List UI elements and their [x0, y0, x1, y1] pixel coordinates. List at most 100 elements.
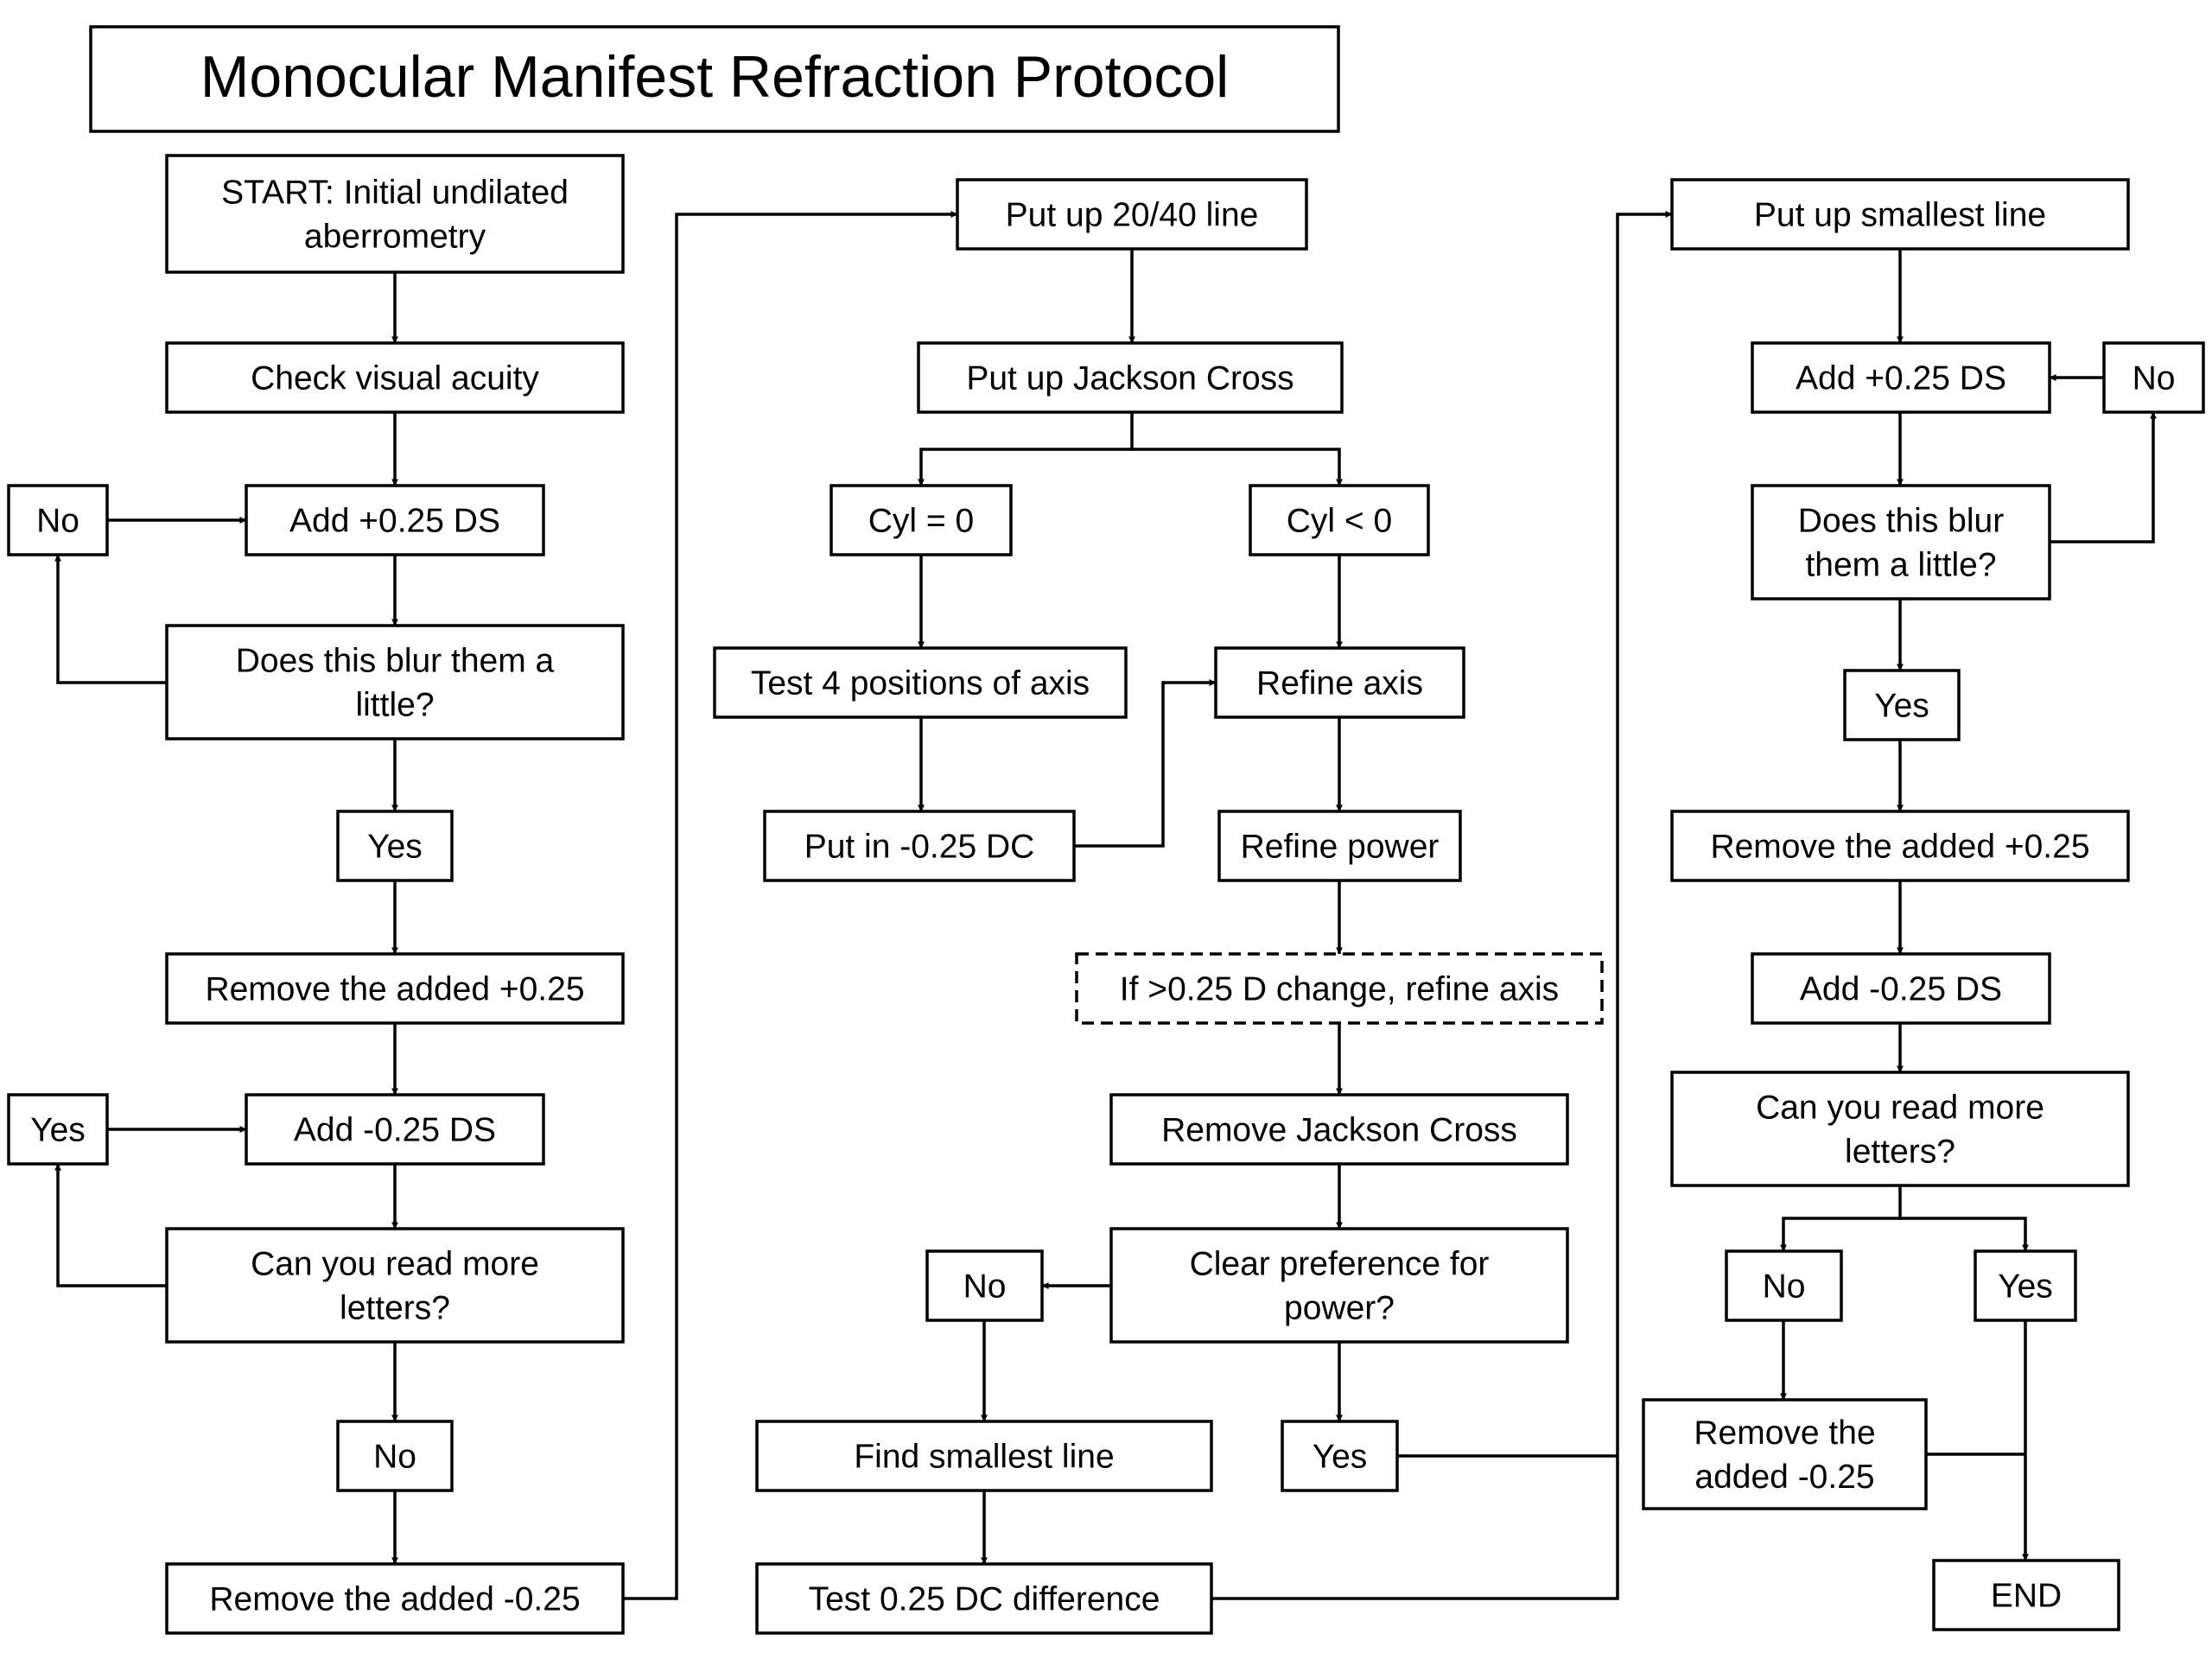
node-box	[1642, 1398, 1928, 1510]
node-box	[1751, 484, 2051, 601]
node-label: No	[963, 1268, 1007, 1306]
node-label: No	[1763, 1268, 1806, 1306]
node-label: Remove the added +0.25	[1710, 829, 2089, 866]
node-find-smallest: Find smallest line	[755, 1420, 1213, 1492]
node-refine-power: Refine power	[1217, 810, 1462, 882]
node-box	[1751, 341, 2051, 414]
connector-arrow	[918, 412, 1134, 486]
node-box	[2102, 341, 2205, 414]
node-end: END	[1932, 1559, 2120, 1631]
node-label: Find smallest line	[854, 1439, 1114, 1476]
node-label: If >0.25 D change, refine axis	[1120, 971, 1559, 1008]
nodes: START: Initial undilatedaberrometryCheck…	[7, 154, 2205, 1635]
node-box	[245, 484, 545, 556]
node-box	[1217, 810, 1462, 882]
node-label: Yes	[30, 1112, 86, 1149]
node-add-plus-a: Add +0.25 DS	[245, 484, 545, 556]
node-put-in-dc: Put in -0.25 DC	[763, 810, 1076, 882]
node-if-change: If >0.25 D change, refine axis	[1075, 952, 1604, 1025]
node-label: Put up smallest line	[1754, 197, 2046, 234]
node-label: Add -0.25 DS	[294, 1112, 496, 1149]
node-yes-e: Yes	[1974, 1249, 2077, 1322]
node-label: Does this blur them a	[236, 643, 555, 680]
node-box	[713, 646, 1128, 719]
node-remove-jc: Remove Jackson Cross	[1109, 1093, 1569, 1166]
node-label: added -0.25	[1694, 1459, 1874, 1496]
node-no-e: No	[1725, 1249, 1843, 1322]
node-label: No	[2133, 360, 2176, 397]
node-label: Remove the added -0.25	[209, 1581, 580, 1618]
node-box	[165, 154, 625, 274]
node-box	[245, 1093, 545, 1166]
connector-arrow	[54, 554, 167, 684]
node-put-smallest: Put up smallest line	[1670, 178, 2130, 251]
node-box	[1281, 1420, 1399, 1492]
node-box	[336, 810, 454, 882]
node-no-b: No	[336, 1420, 454, 1492]
node-box	[1109, 1093, 1569, 1166]
node-box	[7, 484, 109, 556]
connector-arrow	[1074, 679, 1217, 848]
node-label: Yes	[1313, 1439, 1368, 1476]
node-label: Yes	[1874, 688, 1929, 725]
node-box	[763, 810, 1076, 882]
node-label: Remove the added +0.25	[205, 971, 584, 1008]
node-label: Remove Jackson Cross	[1161, 1112, 1517, 1149]
node-box	[1075, 952, 1604, 1025]
connector-arrow	[1780, 1185, 1902, 1252]
node-label: letters?	[1845, 1134, 1955, 1171]
node-label: Cyl = 0	[868, 503, 974, 540]
node-label: Put up Jackson Cross	[966, 360, 1294, 397]
node-label: Refine power	[1241, 829, 1440, 866]
node-label: Put up 20/40 line	[1006, 197, 1259, 234]
node-clear-pref: Clear preference for power?	[1109, 1227, 1569, 1344]
node-label: Add +0.25 DS	[1796, 360, 2006, 397]
node-label: Put in -0.25 DC	[804, 829, 1035, 866]
node-label: Clear preference for	[1190, 1246, 1490, 1283]
node-label: Add -0.25 DS	[1800, 971, 2002, 1008]
node-check-va: Check visual acuity	[165, 341, 625, 414]
node-label: Yes	[1998, 1268, 2053, 1306]
node-yes-b: Yes	[7, 1093, 109, 1166]
node-box	[925, 1249, 1044, 1322]
node-label: Can you read more	[251, 1246, 539, 1283]
node-no-c: No	[925, 1249, 1044, 1322]
node-label: Add +0.25 DS	[289, 503, 500, 540]
node-box	[1670, 810, 2130, 882]
connector-arrow	[54, 1163, 167, 1287]
node-add-minus-b: Add -0.25 DS	[1751, 952, 2051, 1025]
node-remove-minus-a: Remove the added -0.25	[165, 1562, 625, 1635]
node-label: aberrometry	[304, 219, 486, 256]
node-box	[7, 1093, 109, 1166]
node-no-a: No	[7, 484, 109, 556]
node-box	[1109, 1227, 1569, 1344]
connector-arrow	[623, 211, 958, 1600]
node-box	[165, 1227, 625, 1344]
node-no-d: No	[2102, 341, 2205, 414]
connector-arrow	[1900, 1217, 2029, 1252]
node-label: END	[1991, 1578, 2062, 1615]
diagram-title: Monocular Manifest Refraction Protocol	[200, 44, 1230, 110]
connector-arrow	[1132, 448, 1343, 486]
node-label: power?	[1284, 1290, 1395, 1327]
node-test-dc: Test 0.25 DC difference	[755, 1562, 1213, 1635]
node-label: Cyl < 0	[1287, 503, 1392, 540]
node-label: little?	[355, 687, 434, 724]
node-label: them a little?	[1805, 547, 1996, 584]
node-box	[336, 1420, 454, 1492]
node-box	[1974, 1249, 2077, 1322]
node-box	[165, 1562, 625, 1635]
node-box	[1670, 1071, 2130, 1187]
node-box	[1932, 1559, 2120, 1631]
node-test4: Test 4 positions of axis	[713, 646, 1128, 719]
node-remove-plus-a: Remove the added +0.25	[165, 952, 625, 1025]
node-yes-a: Yes	[336, 810, 454, 882]
node-cyl-zero: Cyl = 0	[830, 484, 1013, 556]
node-box	[755, 1420, 1213, 1492]
node-label: Refine axis	[1256, 665, 1423, 702]
node-blur-a: Does this blur them a little?	[165, 624, 625, 741]
